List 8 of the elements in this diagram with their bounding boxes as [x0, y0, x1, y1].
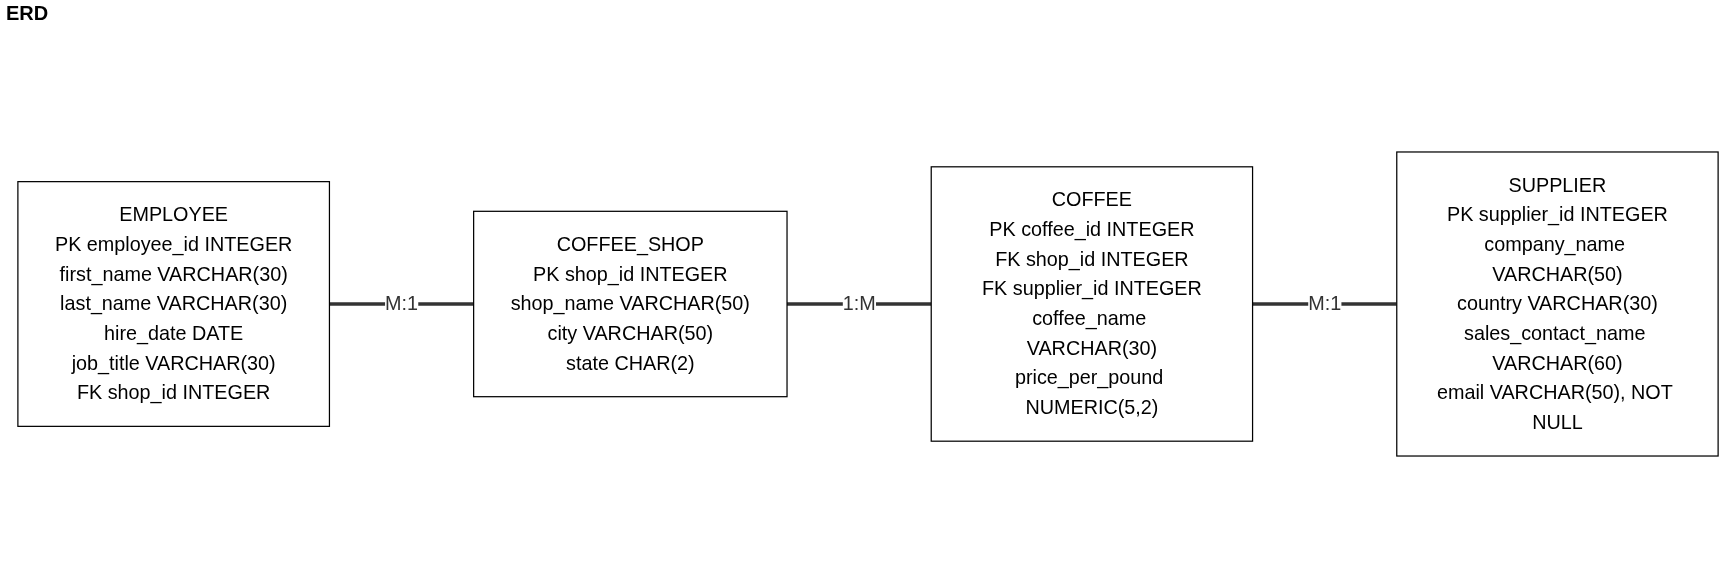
node-box: COFFEE PK coffee_id INTEGER FK shop_id INTEGER FK supplier_id INTEGER coffee_name VARCHAR(30) price_per_pound NUMERIC(5,2): [930, 166, 1253, 442]
node-box: COFFEE_SHOP PK shop_id INTEGER shop_name VARCHAR(50) city VARCHAR(50) state CHAR(2): [472, 210, 788, 398]
node-box: SUPPLIER PK supplier_id INTEGER company_name VARCHAR(50) country VARCHAR(30) sales_contact_name VARCHAR(60) email VARCHAR(50), NOT NULL: [1395, 151, 1719, 457]
edge-label: M:1: [1307, 292, 1341, 314]
diagram-title: ERD: [6, 2, 49, 25]
edge-label: 1:M: [842, 292, 876, 314]
node-box: EMPLOYEE PK employee_id INTEGER first_name VARCHAR(30) last_name VARCHAR(30) hire_date DATE job_title VARCHAR(30) FK shop_id INTEGER: [16, 181, 330, 427]
edge-label: M:1: [384, 292, 418, 314]
